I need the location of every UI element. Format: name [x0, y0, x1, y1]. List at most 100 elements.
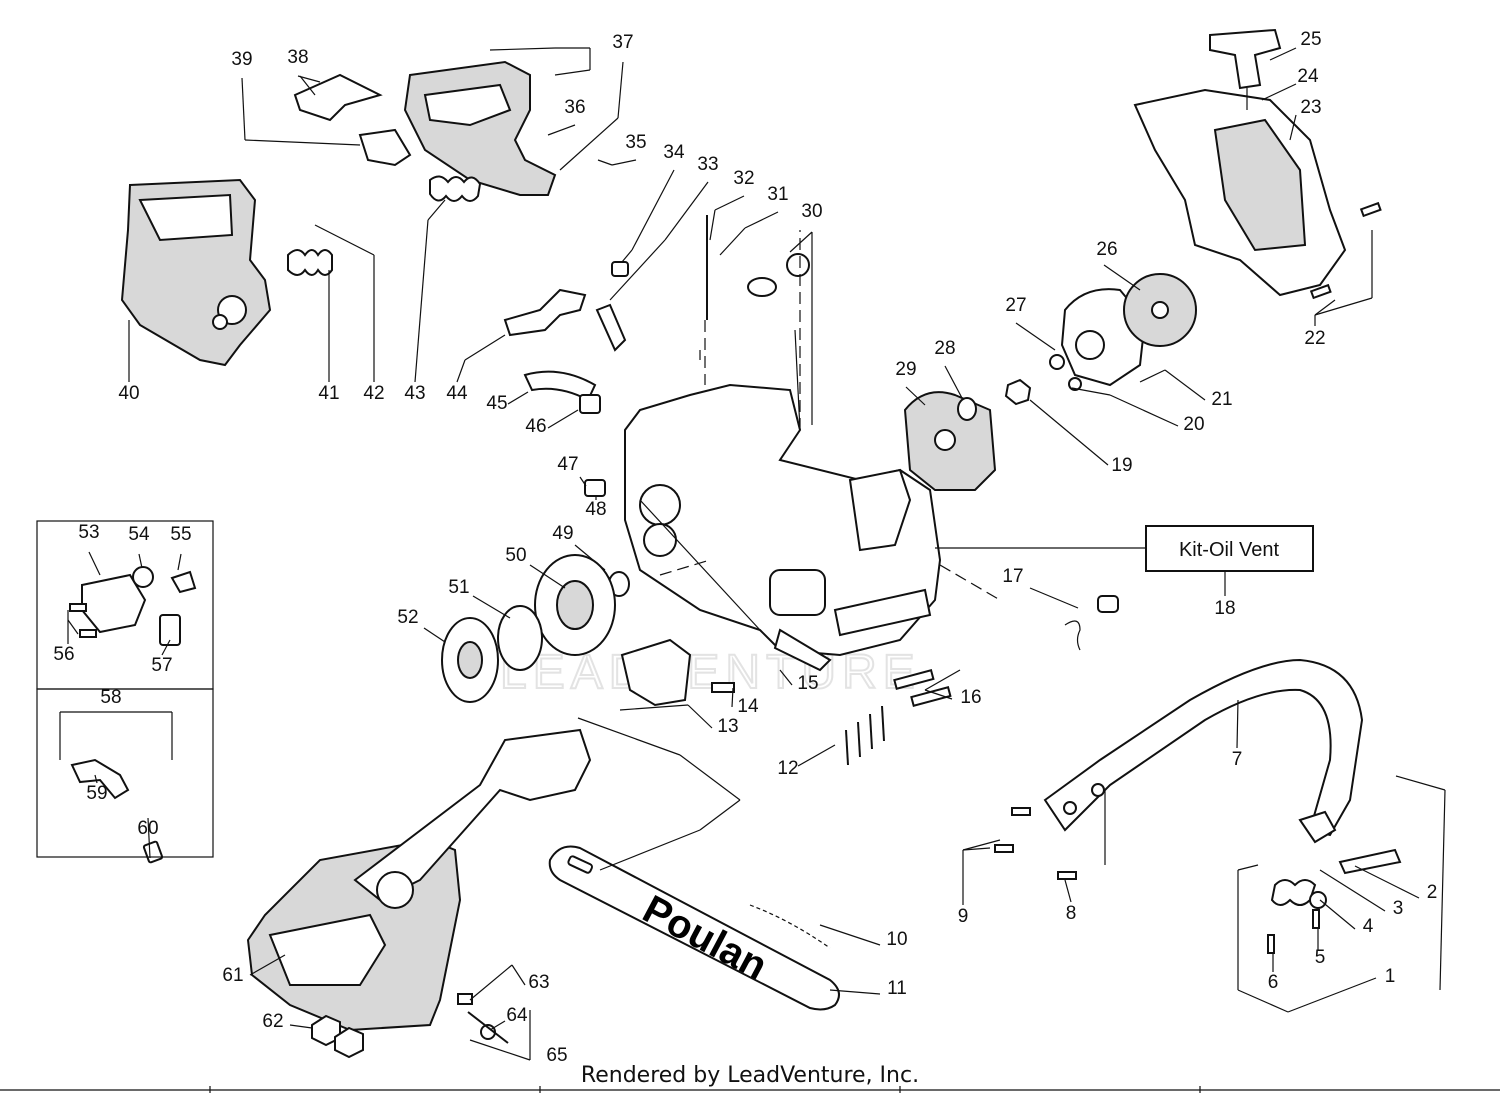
callout-18: 18 — [1214, 598, 1235, 619]
callout-20: 20 — [1183, 414, 1204, 435]
callout-5: 5 — [1315, 947, 1326, 968]
leader-line — [597, 159, 613, 166]
leader-line — [797, 744, 836, 767]
leader-line — [547, 409, 579, 429]
callout-3: 3 — [1393, 898, 1404, 919]
leader-line — [744, 211, 779, 229]
callout-59: 59 — [86, 783, 107, 804]
leader-line — [1269, 47, 1297, 61]
callout-49: 49 — [552, 523, 573, 544]
callout-64: 64 — [506, 1005, 528, 1026]
leader-line — [1237, 864, 1259, 871]
kit-oil-vent-label: Kit-Oil Vent — [1179, 539, 1279, 561]
leader-line — [469, 964, 513, 1001]
leader-line — [489, 47, 556, 51]
callout-35: 35 — [625, 132, 646, 153]
footer-credit: Rendered by LeadVenture, Inc. — [581, 1063, 919, 1088]
part-illustrations — [69, 28, 1402, 1059]
callout-57: 57 — [151, 655, 172, 676]
footer-rule — [0, 1086, 1500, 1093]
handle-frame-shape — [403, 60, 557, 196]
leader-line — [94, 774, 98, 784]
leader-line — [469, 1039, 531, 1061]
leader-line — [427, 199, 446, 221]
leader-line — [1236, 699, 1239, 749]
leader-line — [1071, 387, 1111, 396]
callout-24: 24 — [1297, 66, 1319, 87]
leader-line — [147, 817, 151, 859]
leader-line — [779, 669, 793, 686]
leader-line — [924, 669, 961, 691]
leader-line — [1139, 369, 1166, 383]
leader-line — [789, 231, 813, 253]
leader-line — [1237, 989, 1289, 1013]
leader-line — [829, 989, 881, 995]
callout-16: 16 — [960, 687, 981, 708]
callout-61: 61 — [222, 965, 243, 986]
leader-line — [1064, 879, 1072, 903]
guide-bar-shape — [548, 845, 840, 1011]
callout-55: 55 — [170, 524, 191, 545]
callout-50: 50 — [505, 545, 526, 566]
leader-lines — [59, 47, 1446, 1061]
leader-line — [297, 75, 321, 83]
callout-23: 23 — [1300, 97, 1321, 118]
callout-11: 11 — [887, 978, 907, 999]
leader-line — [794, 329, 801, 431]
callout-21: 21 — [1211, 389, 1232, 410]
leader-line — [579, 476, 587, 487]
leader-line — [1314, 299, 1336, 316]
callout-51: 51 — [448, 577, 469, 598]
leader-line — [1439, 789, 1446, 991]
callout-45: 45 — [486, 393, 507, 414]
leader-line — [611, 159, 637, 166]
callout-2: 2 — [1427, 882, 1438, 903]
callout-37: 37 — [612, 32, 633, 53]
callout-33: 33 — [697, 154, 718, 175]
leader-line — [714, 195, 745, 211]
leader-line — [299, 75, 316, 96]
callout-58: 58 — [100, 687, 121, 708]
leader-line — [489, 1020, 506, 1031]
leader-line — [1015, 322, 1056, 351]
callout-labels: 1234567891011121314151617181920212223242… — [53, 29, 1437, 1066]
kit-oil-vent-box — [1145, 525, 1314, 572]
callout-26: 26 — [1096, 239, 1117, 260]
callout-17: 17 — [1002, 566, 1023, 587]
leader-line — [241, 77, 246, 141]
callout-43: 43 — [404, 383, 425, 404]
leader-line — [699, 799, 741, 831]
callout-19: 19 — [1111, 455, 1132, 476]
leader-line — [1029, 587, 1079, 609]
leader-line — [472, 595, 511, 619]
leader-line — [464, 334, 506, 361]
leader-line — [1103, 264, 1141, 291]
leader-line — [619, 704, 689, 711]
leader-line — [687, 704, 713, 729]
leader-line — [962, 847, 991, 851]
leader-line — [88, 551, 101, 576]
leader-line — [709, 209, 716, 241]
leader-line — [547, 124, 576, 136]
leader-line — [423, 627, 446, 643]
leader-line — [289, 1024, 313, 1029]
leader-line — [1261, 83, 1297, 101]
leader-line — [609, 239, 666, 301]
callout-40: 40 — [118, 383, 139, 404]
callout-25: 25 — [1300, 29, 1321, 50]
callout-10: 10 — [886, 929, 907, 950]
callout-48: 48 — [585, 499, 606, 520]
leader-line — [944, 365, 963, 399]
leader-line — [177, 553, 182, 571]
leader-line — [719, 227, 746, 256]
bar-brand-text: Poulan — [636, 887, 774, 988]
alignment-line — [939, 564, 1001, 601]
callout-8: 8 — [1066, 903, 1077, 924]
leader-line — [1109, 394, 1179, 427]
leader-line — [664, 181, 709, 241]
callout-42: 42 — [363, 383, 384, 404]
callout-1: 1 — [1385, 966, 1396, 987]
callout-31: 31 — [767, 184, 788, 205]
leader-line — [1164, 369, 1206, 401]
